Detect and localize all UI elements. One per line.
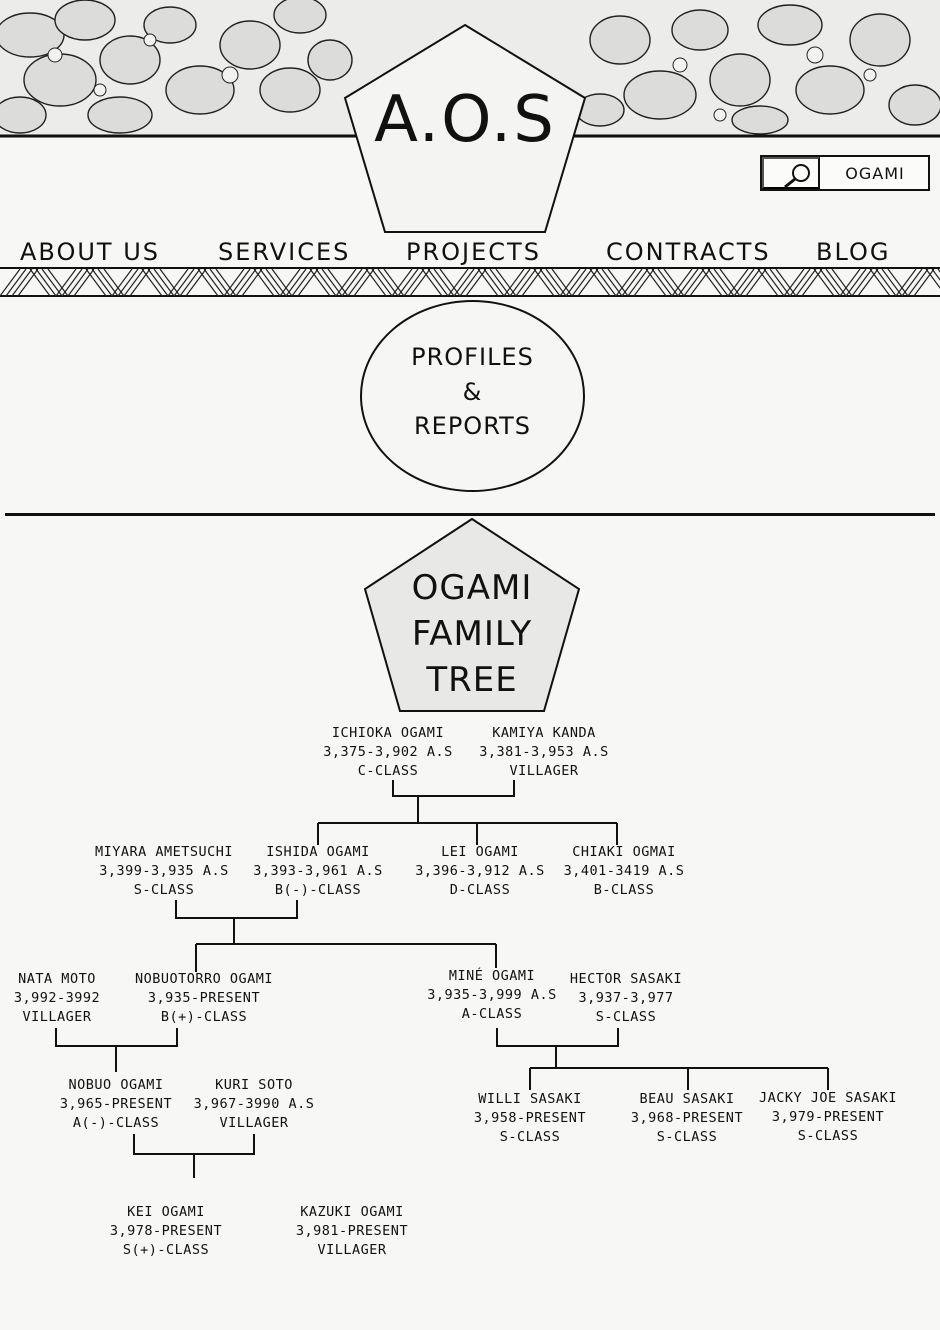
nav-pattern-band (0, 267, 940, 297)
ampersand-label: & (462, 378, 483, 406)
nav-contracts[interactable]: CONTRACTS (606, 238, 771, 266)
family-tree-pentagon (363, 517, 581, 712)
reports-label: REPORTS (413, 412, 532, 440)
search-input[interactable] (822, 157, 928, 189)
nav-blog[interactable]: BLOG (816, 238, 891, 266)
profiles-reports-button[interactable] (360, 300, 585, 492)
logo-text[interactable]: A.O.S (374, 83, 556, 157)
tree-title-ogami: OGAMI (411, 568, 533, 608)
nav-about-us[interactable]: ABOUT US (20, 238, 161, 266)
tree-title-family: FAMILY (411, 614, 533, 654)
profiles-label: PROFILES (411, 343, 534, 371)
logo-pentagon[interactable] (340, 20, 590, 235)
tree-title-tree: TREE (426, 660, 518, 700)
nav-projects[interactable]: PROJECTS (406, 238, 541, 266)
section-divider (5, 513, 935, 516)
magnifier-icon (784, 164, 810, 189)
nav-services[interactable]: SERVICES (218, 238, 351, 266)
search-button[interactable] (762, 157, 820, 189)
search-box (760, 155, 930, 191)
header-sketch-illustration (0, 0, 940, 138)
